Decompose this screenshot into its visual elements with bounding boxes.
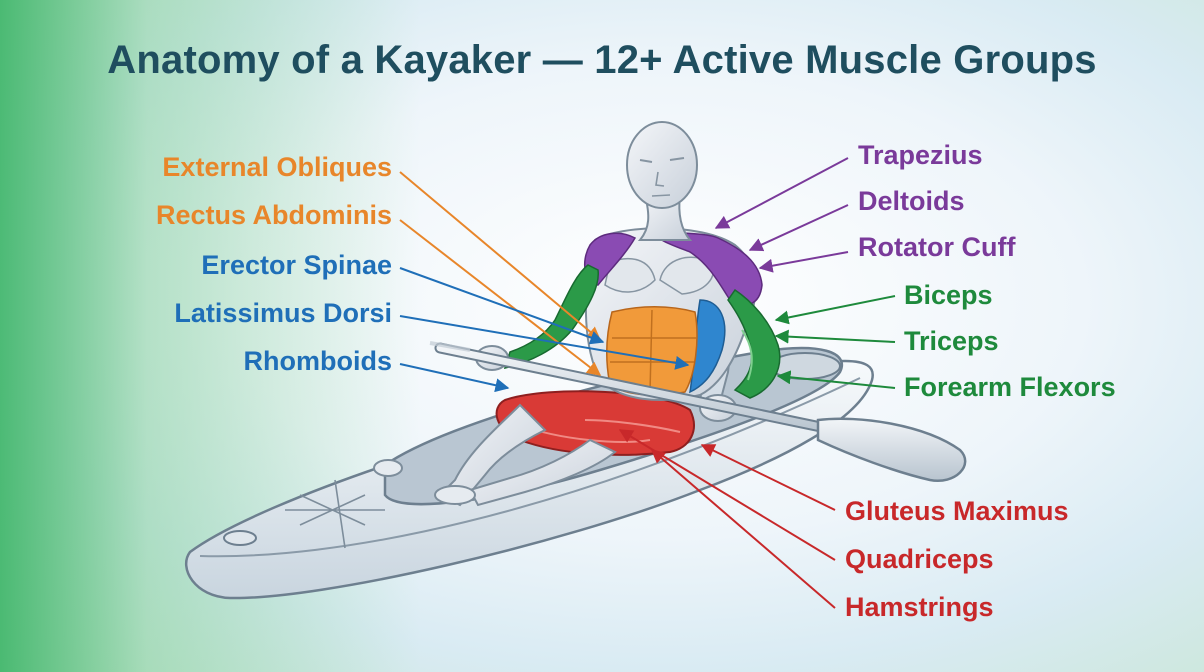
leader-triceps	[774, 329, 896, 344]
leader-biceps	[774, 295, 896, 325]
leader-trapezius	[714, 157, 849, 229]
leader-forearm-flexors	[776, 370, 896, 389]
label-external-obliques: External Obliques	[162, 152, 392, 182]
page-title: Anatomy of a Kayaker — 12+ Active Muscle…	[107, 38, 1097, 82]
label-rhomboids: Rhomboids	[243, 346, 393, 376]
label-rectus-abdominis: Rectus Abdominis	[155, 200, 392, 230]
paddle	[429, 341, 967, 483]
label-rotator-cuff: Rotator Cuff	[858, 232, 1016, 262]
head	[626, 121, 698, 241]
leader-rhomboids	[399, 363, 510, 393]
label-deltoids: Deltoids	[858, 186, 965, 216]
label-quadriceps: Quadriceps	[845, 544, 994, 574]
label-biceps: Biceps	[904, 280, 993, 310]
leader-rotator-cuff	[758, 251, 849, 273]
leader-erector-spinae	[399, 267, 605, 345]
leader-lines	[399, 157, 896, 609]
label-gluteus-maximus: Gluteus Maximus	[845, 496, 1069, 526]
label-hamstrings: Hamstrings	[845, 592, 994, 622]
leader-external-obliques	[399, 171, 602, 341]
label-triceps: Triceps	[904, 326, 999, 356]
leader-hamstrings	[650, 449, 836, 609]
label-erector-spinae: Erector Spinae	[201, 250, 392, 280]
label-latissimus-dorsi: Latissimus Dorsi	[174, 298, 392, 328]
label-forearm-flexors: Forearm Flexors	[904, 372, 1116, 402]
leader-latissimus-dorsi	[399, 315, 690, 370]
label-trapezius: Trapezius	[858, 140, 983, 170]
leader-gluteus-maximus	[700, 444, 836, 511]
legs	[373, 390, 695, 507]
leader-deltoids	[748, 204, 849, 252]
leader-rectus-abdominis	[399, 219, 602, 376]
